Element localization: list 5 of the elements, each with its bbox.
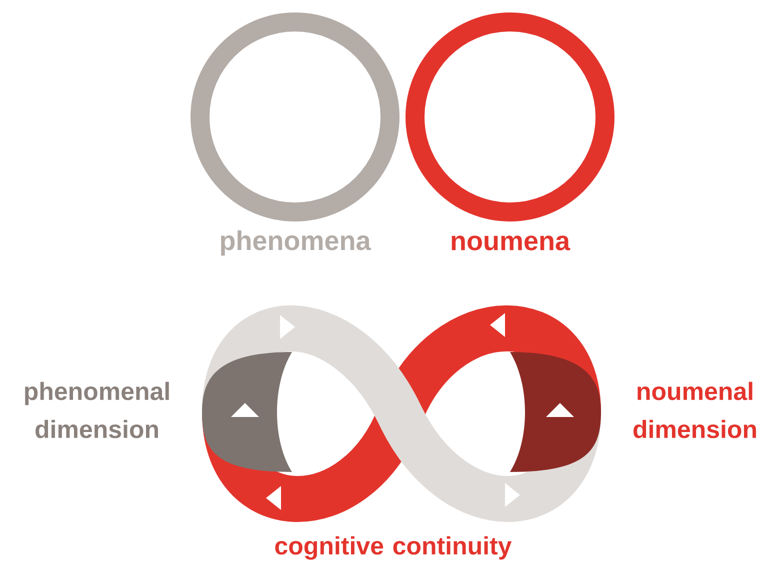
caption-text: noumenal dimension: [634, 382, 756, 438]
caption-text: phenomenal dimension: [25, 382, 169, 438]
ring-caption: noumena: [452, 236, 570, 250]
caption-text: cognitive continuity: [275, 536, 512, 560]
ring-caption: phenomena: [221, 230, 371, 256]
